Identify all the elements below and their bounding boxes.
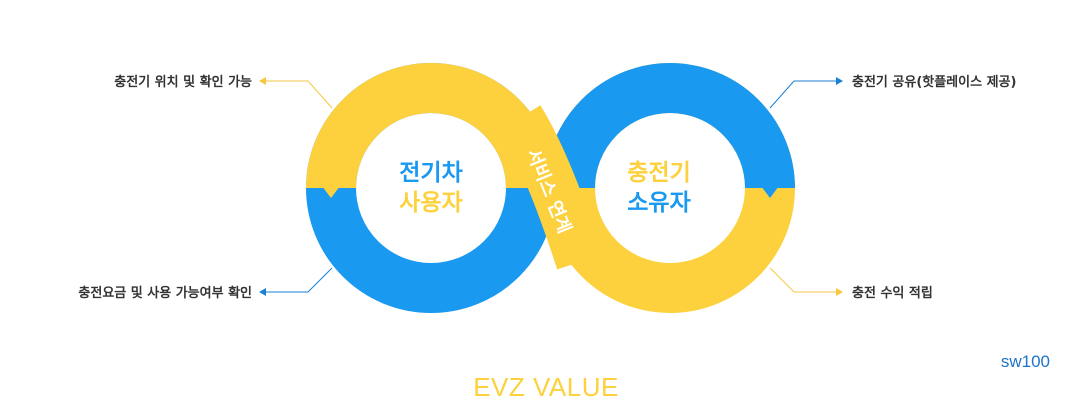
bottom-left-arrow-icon (259, 288, 266, 296)
top-right-label: 충전기 공유(핫플레이스 제공) (852, 74, 1016, 90)
right-circle-line2: 소유자 (627, 190, 690, 216)
evz-value-diagram: 전기차 사용자 충전기 소유자 서비스 연계 충전기 위치 및 확인 가능 충전… (78, 63, 1016, 313)
left-circle-line1: 전기차 (399, 160, 462, 186)
left-ring-notch (322, 186, 340, 198)
top-left-leader (266, 80, 333, 109)
link-band (499, 105, 603, 270)
top-left-arrow-icon (259, 77, 266, 85)
bottom-right-arrow-icon (836, 288, 843, 296)
footer-title: EVZ VALUE (473, 372, 619, 402)
top-right-arrow-icon (836, 77, 843, 85)
code-label: sw100 (1000, 352, 1050, 371)
right-circle-line1: 충전기 (627, 160, 690, 186)
right-ring-blue-arc (545, 63, 795, 189)
top-left-label: 충전기 위치 및 확인 가능 (114, 74, 252, 90)
bottom-left-leader (266, 267, 333, 293)
bottom-left-label: 충전요금 및 사용 가능여부 확인 (78, 285, 252, 301)
left-circle-line2: 사용자 (399, 190, 462, 216)
right-ring-notch (761, 186, 779, 198)
top-right-leader (769, 80, 836, 109)
bottom-right-label: 충전 수익 적립 (852, 285, 933, 301)
bottom-right-leader (769, 267, 836, 293)
